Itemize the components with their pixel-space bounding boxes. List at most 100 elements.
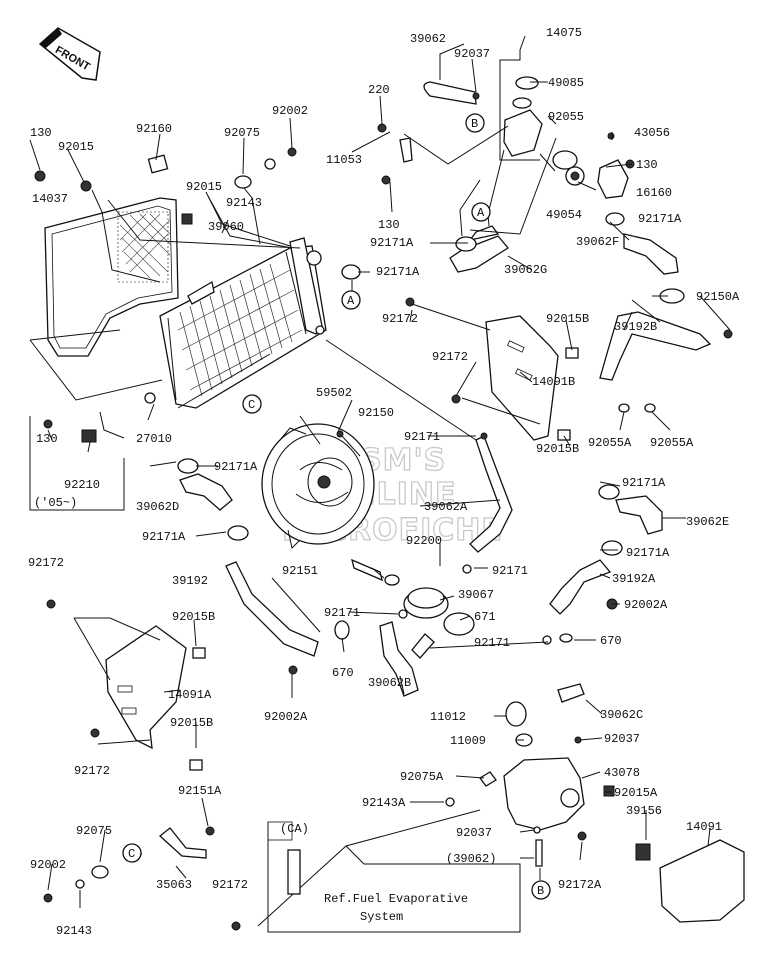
part-label: 92172	[432, 350, 468, 364]
part-label: 92171A	[376, 265, 420, 279]
part-label: 39062A	[424, 500, 468, 514]
part-label: 92172	[28, 556, 64, 570]
part-label: 92172	[212, 878, 248, 892]
part-label: 92037	[604, 732, 640, 746]
part-label: 92037	[454, 47, 490, 61]
part-label: 92015B	[546, 312, 589, 326]
part-label: 92171A	[626, 546, 670, 560]
radiator	[159, 237, 327, 409]
part-label: 92015B	[170, 716, 213, 730]
part-label: 671	[474, 610, 496, 624]
part-label: 39156	[626, 804, 662, 818]
part-label: 92015B	[172, 610, 215, 624]
part-label: 92171	[492, 564, 528, 578]
callout-B2: B	[537, 884, 544, 898]
part-label: 59502	[316, 386, 352, 400]
part-label: 49085	[548, 76, 584, 90]
part-label: 39192B	[614, 320, 657, 334]
part-label: 92015	[186, 180, 222, 194]
callout-A2: A	[347, 294, 355, 308]
part-label: 92002	[272, 104, 308, 118]
part-label: 39062	[410, 32, 446, 46]
note-ca: (CA)	[280, 822, 309, 836]
thermostat-housing	[503, 76, 629, 199]
part-label: 92015A	[614, 786, 658, 800]
part-label: 92172A	[558, 878, 602, 892]
part-label: 92171A	[214, 460, 258, 474]
part-label: 14091	[686, 820, 722, 834]
part-label: 35063	[156, 878, 192, 892]
part-label: 92172	[74, 764, 110, 778]
part-label: 27010	[136, 432, 172, 446]
part-label: 92160	[136, 122, 172, 136]
part-label: 43078	[604, 766, 640, 780]
part-label: 92171A	[638, 212, 682, 226]
part-label: 92171A	[142, 530, 186, 544]
part-label: 92151A	[178, 784, 222, 798]
part-label: 92015	[58, 140, 94, 154]
part-label: 92037	[456, 826, 492, 840]
part-label: 39062E	[686, 515, 729, 529]
part-label: 39192A	[612, 572, 656, 586]
shrouds	[105, 315, 745, 923]
part-label: (39062)	[446, 852, 496, 866]
part-labels: 39062 14075 92037 49085 220 92002 92055 …	[28, 26, 740, 938]
part-label: 92171A	[370, 236, 414, 250]
note-ref-line-1: Ref.Fuel Evaporative	[324, 892, 468, 906]
part-label: 92171	[324, 606, 360, 620]
part-label: 92151	[282, 564, 318, 578]
bracket	[158, 827, 207, 859]
part-label: 92171	[474, 636, 510, 650]
part-label: 39062D	[136, 500, 179, 514]
callout-C2: C	[128, 847, 135, 861]
part-label: 16160	[636, 186, 672, 200]
part-label: 14091A	[168, 688, 212, 702]
part-label: 92143	[226, 196, 262, 210]
part-label: 92002	[30, 858, 66, 872]
part-label: 92143	[56, 924, 92, 938]
cooling-fan	[261, 423, 375, 549]
notes: (CA) Ref.Fuel Evaporative System ('05~)	[34, 496, 468, 924]
part-label: 39067	[458, 588, 494, 602]
part-label: 92015B	[536, 442, 579, 456]
leader-lines	[29, 35, 731, 933]
part-label: 92055	[548, 110, 584, 124]
part-label: 92172	[382, 312, 418, 326]
part-label: 39062C	[600, 708, 643, 722]
callout-A1: A	[477, 206, 485, 220]
callouts: B A A C C B	[122, 113, 551, 900]
callout-C1: C	[248, 398, 255, 412]
part-label: 92143A	[362, 796, 406, 810]
part-label: 14091B	[532, 375, 575, 389]
part-label: 39062B	[368, 676, 411, 690]
oil-cooler	[351, 558, 475, 636]
front-arrow: FRONT	[38, 27, 101, 81]
part-label: 92171	[404, 430, 440, 444]
part-label: 92075	[224, 126, 260, 140]
part-label: 92150A	[696, 290, 740, 304]
part-label: 92002A	[624, 598, 668, 612]
part-label: 130	[636, 158, 658, 172]
callout-B1: B	[471, 117, 478, 131]
part-label: 11012	[430, 710, 466, 724]
part-label: 39192	[172, 574, 208, 588]
part-label: 130	[30, 126, 52, 140]
part-label: 92200	[406, 534, 442, 548]
part-label: 130	[36, 432, 58, 446]
part-label: 92055A	[650, 436, 694, 450]
part-label: 11009	[450, 734, 486, 748]
part-label: 92171A	[622, 476, 666, 490]
part-label: 11053	[326, 153, 362, 167]
part-label: 92210	[64, 478, 100, 492]
reserve-tank	[479, 701, 585, 831]
hardware	[34, 92, 733, 931]
part-label: 670	[600, 634, 622, 648]
part-label: 39062G	[504, 263, 547, 277]
part-label: 49054	[546, 208, 582, 222]
part-label: 92075A	[400, 770, 444, 784]
part-label: 92002A	[264, 710, 308, 724]
part-label: 92055A	[588, 436, 632, 450]
radiator-guard	[44, 197, 179, 357]
